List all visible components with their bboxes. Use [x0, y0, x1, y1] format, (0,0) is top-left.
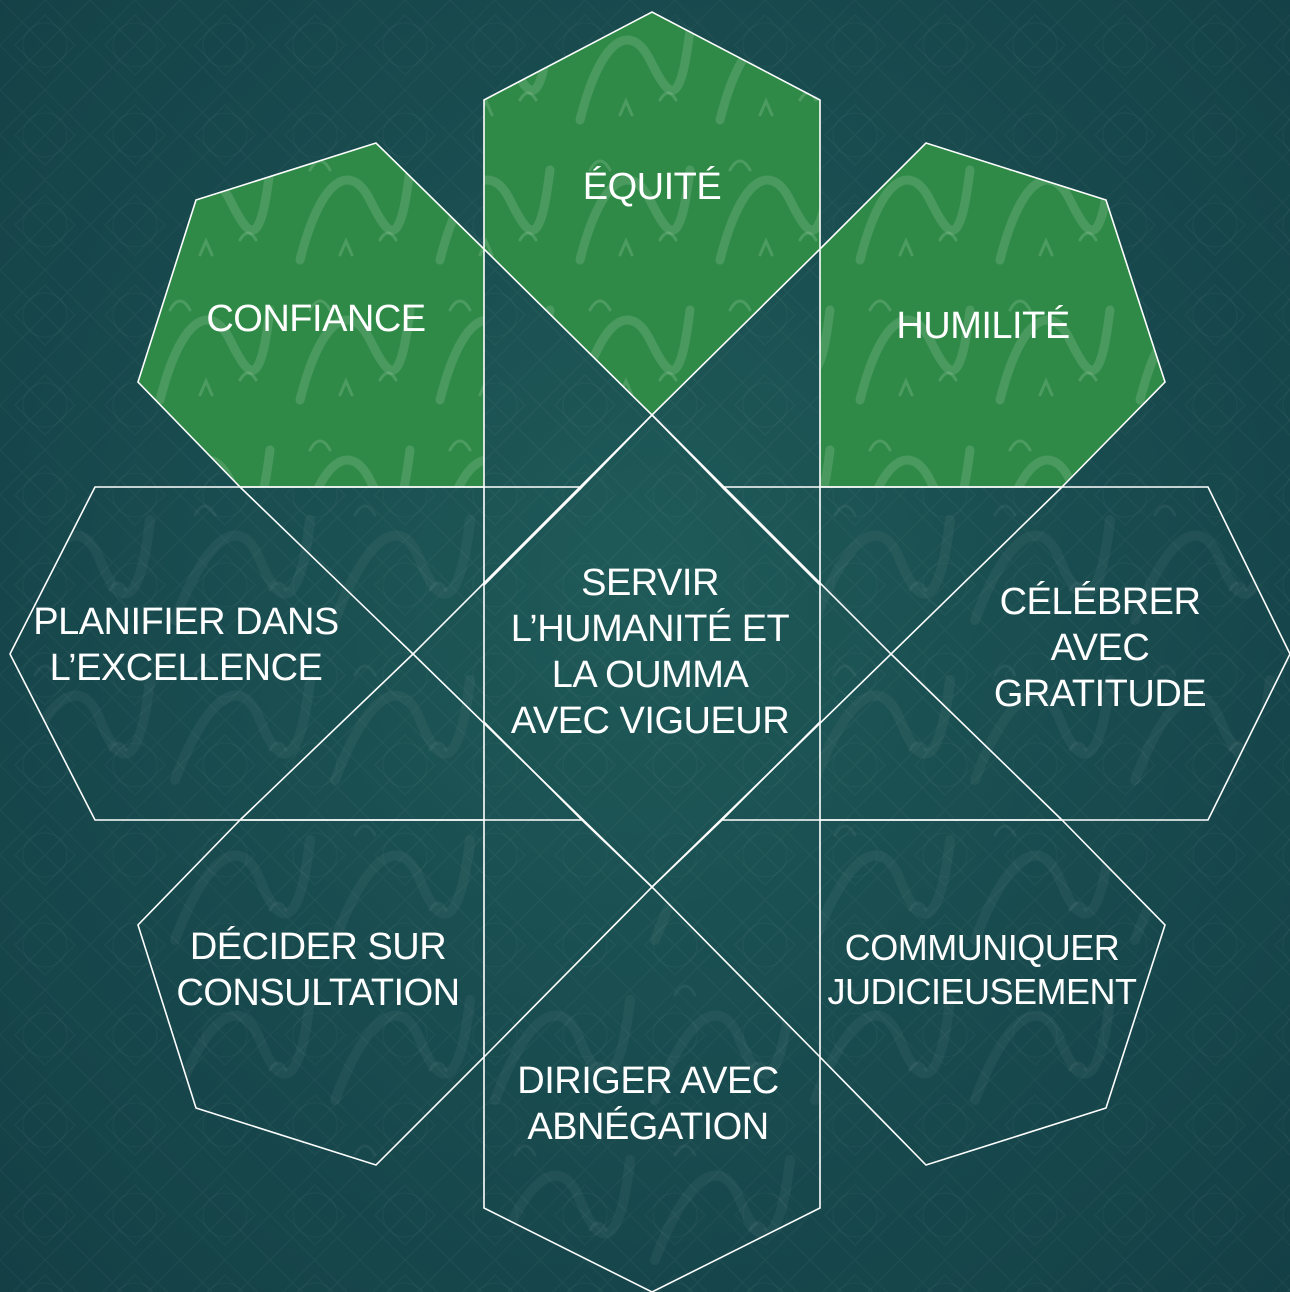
interlace-lines — [239, 413, 1063, 889]
value-label-confiance: CONFIANCE — [206, 298, 426, 340]
behaviour-label-planifier: PLANIFIER DANS L’EXCELLENCE — [33, 601, 339, 689]
value-label-humilite: HUMILITÉ — [896, 305, 1070, 347]
behaviour-petals — [9, 486, 1290, 1292]
center-mission-label: SERVIR L’HUMANITÉ ET LA OUMMA AVEC VIGUE… — [510, 562, 790, 742]
behaviour-label-diriger: DIRIGER AVEC ABNÉGATION — [517, 1060, 779, 1148]
behaviour-label-decider: DÉCIDER SUR CONSULTATION — [176, 926, 460, 1014]
value-label-equite: ÉQUITÉ — [582, 166, 722, 208]
behaviour-label-communiquer: COMMUNIQUER JUDICIEUSEMENT — [827, 927, 1137, 1012]
behaviour-label-celebrer: CÉLÉBRER AVEC GRATITUDE — [993, 581, 1207, 715]
value-petals — [137, 11, 1166, 488]
petal-celebrer — [819, 486, 1290, 821]
